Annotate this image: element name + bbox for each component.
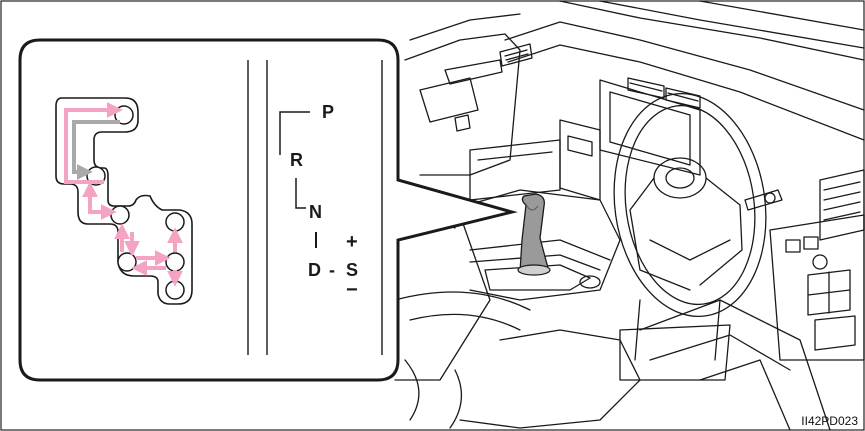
- gear-label-plus: +: [346, 231, 358, 253]
- figure-code: II42PD023: [801, 414, 858, 428]
- gear-label-drive: D: [308, 260, 321, 280]
- gear-label-park: P: [322, 102, 334, 122]
- gear-label-minus: −: [346, 279, 358, 301]
- gear-label-sequential: S: [346, 260, 358, 280]
- gear-label-neutral: N: [309, 202, 322, 222]
- gear-label-reverse: R: [290, 150, 303, 170]
- gear-label-dash: -: [329, 260, 335, 280]
